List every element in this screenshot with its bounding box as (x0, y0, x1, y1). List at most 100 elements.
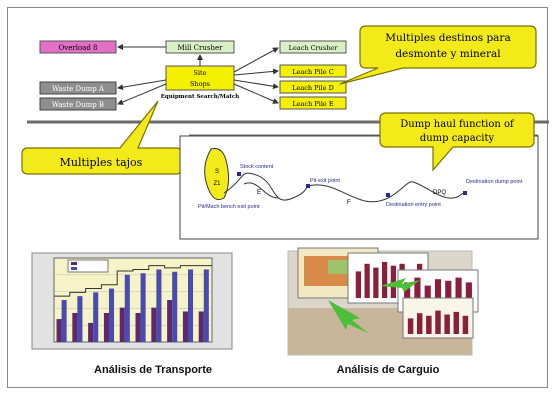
chart-bar-s1-1 (56, 319, 62, 342)
collage-bar (390, 265, 396, 298)
arrow-to-dump-a (117, 79, 167, 91)
legend-swatch-2 (71, 267, 77, 270)
chart-legend (67, 259, 109, 273)
chart-bar-s1-2 (72, 312, 78, 342)
site-shops-node (165, 65, 235, 91)
chart-bar-s2-3 (93, 292, 99, 342)
collage-bar (435, 310, 441, 334)
collage-bar (424, 285, 431, 308)
arrow-to-dest-1 (233, 47, 279, 73)
callout-tajos: Multiples tajos (21, 100, 183, 175)
collage-bar (462, 315, 469, 334)
waste-dump-a-box (39, 81, 117, 95)
carguio-collage (287, 247, 479, 356)
dest-leach-pile-e-label: Leach Pile E (292, 100, 333, 108)
chart-bar-s1-10 (198, 311, 204, 342)
waste-dump-a-label: Waste Dump A (52, 85, 105, 93)
arrow-to-dest-3 (233, 79, 279, 90)
source-left-label: Overload 8 (59, 44, 98, 52)
chart-bar-s2-2 (77, 296, 83, 342)
dest-leach-pile-c-label: Leach Pile C (292, 68, 333, 76)
dest-leach-crusher-label: Leach Crusher (289, 44, 339, 52)
collage-arrow-1 (328, 300, 368, 333)
chart-bar-s2-5 (124, 274, 130, 342)
dest-dump-point (463, 191, 467, 195)
caption-transporte: Análisis de Transporte (94, 364, 212, 376)
chart-bar-s1-5 (119, 307, 125, 342)
pit-shape (204, 148, 230, 201)
chart-bar-s2-6 (140, 273, 146, 342)
pit-exit-label: Pit exit point (310, 178, 340, 184)
svg-text:S: S (215, 169, 219, 175)
route-dpq: DPQ (433, 190, 446, 196)
pit-exit-point (306, 184, 310, 188)
svg-text:Z1: Z1 (213, 181, 221, 187)
collage-bar (426, 315, 432, 334)
waste-dump-b-label: Waste Dump B (52, 101, 104, 109)
collage-bar (455, 277, 462, 308)
dest-entry-point (386, 193, 390, 197)
chart-step-line (54, 265, 212, 297)
collage-bar (465, 282, 472, 308)
dest-leach-pile-e (279, 96, 347, 110)
haul-route-path (223, 172, 464, 203)
mill-crusher-label: Mill Crusher (178, 44, 224, 52)
chart-bar-s2-4 (108, 288, 115, 342)
callout-tajos-label: Multiples tajos (60, 156, 143, 169)
route-e: E (257, 190, 261, 196)
source-left-box (39, 40, 117, 54)
collage-arrow-2 (380, 278, 420, 292)
dest-leach-pile-c (279, 64, 347, 78)
chart-bar-s1-6 (135, 312, 141, 342)
chart-bar-s1-3 (88, 322, 94, 342)
arrow-to-dest-2 (233, 68, 279, 76)
flow-diagram: Overload 8 Mill Crusher Site Shops Equip… (39, 40, 347, 111)
callout-destinos: Multiples destinos para desmonte y miner… (339, 25, 537, 85)
slide-frame: Overload 8 Mill Crusher Site Shops Equip… (7, 7, 549, 388)
haul-route-panel (179, 135, 539, 240)
collage-bar (407, 318, 414, 334)
chart-bar-s1-4 (103, 312, 109, 342)
callout-haul: Dump haul function of dump capacity (379, 112, 535, 172)
haul-route-diagram: S Z1 Stock content Pit exit point Destin… (198, 148, 523, 210)
arrow-to-dump-b (117, 83, 167, 105)
collage-bar (382, 261, 388, 298)
callout-haul-line1: Dump haul function of (400, 119, 515, 130)
chart-bars (56, 269, 209, 342)
collage-bar (414, 277, 421, 308)
collage-bar (416, 313, 423, 334)
dest-dump-label: Destination dump point (466, 179, 523, 185)
callout-destinos-line1: Multiples destinos para (385, 32, 510, 44)
stock-label: Stock content (240, 164, 274, 170)
start-label: Pit/Mach bench exit point (198, 204, 260, 210)
chart-bar-s2-1 (61, 300, 67, 342)
chart-bar-s2-9 (187, 269, 194, 342)
collage-bar (444, 314, 450, 334)
collage-bar (355, 271, 361, 298)
site-label: Site (194, 69, 207, 77)
legend-swatch-1 (71, 262, 77, 265)
dest-leach-crusher (279, 40, 347, 54)
collage-bar (445, 280, 452, 308)
dest-leach-pile-d-label: Leach Pile D (292, 84, 334, 92)
dest-leach-pile-d (279, 80, 347, 94)
stock-point (237, 172, 241, 176)
dest-entry-label: Destination entry point (386, 202, 441, 208)
callout-destinos-line2: desmonte y mineral (395, 48, 501, 60)
chart-bar-s1-7 (151, 307, 157, 342)
callout-haul-line2: dump capacity (420, 133, 495, 144)
caption-carguio: Análisis de Carguio (336, 364, 440, 376)
route-f: F (347, 200, 351, 206)
chart-bar-s1-9 (182, 311, 188, 342)
shops-label: Shops (190, 80, 210, 88)
chart-bar-s1-8 (167, 300, 173, 342)
chart-bar-s2-8 (172, 271, 178, 342)
collage-bar (404, 282, 411, 308)
diagram-canvas: Overload 8 Mill Crusher Site Shops Equip… (21, 25, 549, 356)
transport-chart (31, 252, 233, 350)
chart-bar-s2-7 (156, 269, 162, 342)
chart-bar-s2-10 (203, 269, 209, 342)
collage-bar (434, 279, 442, 308)
collage-bar (364, 263, 370, 298)
collage-bar (453, 311, 460, 334)
